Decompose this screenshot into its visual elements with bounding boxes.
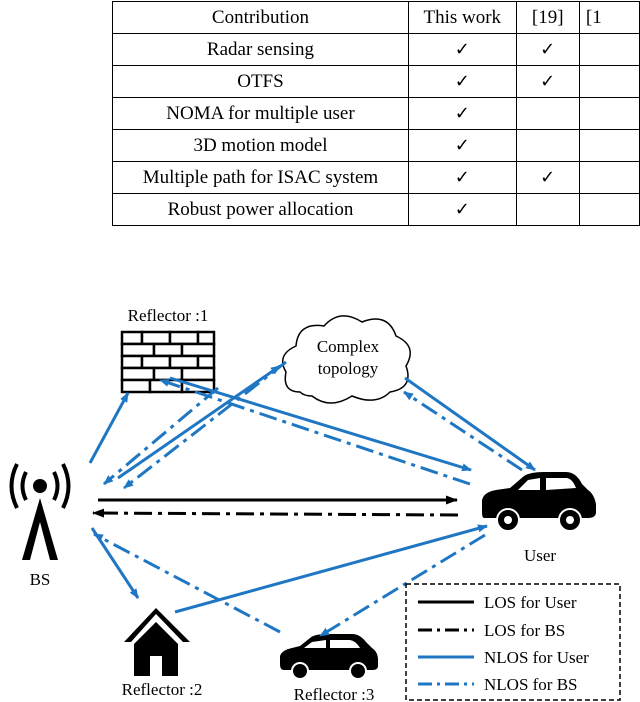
check-this-work: ✓ [407,33,517,66]
complex-label: Complex [317,337,380,356]
table-row: NOMA for multiple user ✓ [112,97,640,130]
legend-label: LOS for User [484,593,577,612]
row-label: Robust power allocation [112,193,409,226]
check-ref-19 [515,129,580,162]
cloud-icon [281,315,411,404]
row-label: 3D motion model [112,129,409,162]
header-ref-19: [19] [515,1,580,34]
nlos-bs-paths [93,360,523,638]
user-label: User [524,546,556,565]
row-label: OTFS [112,65,409,98]
topology-label: topology [318,359,379,378]
los-bs-arrow [92,508,459,518]
legend-label: LOS for BS [484,621,565,640]
header-ref-1: [1 [578,1,640,34]
check-this-work: ✓ [407,97,517,130]
comparison-table: Contribution This work [19] [1 Radar sen… [112,1,640,226]
car-icon [482,472,596,532]
check-ref-1 [578,193,640,226]
car-icon [280,634,378,680]
check-ref-19: ✓ [515,65,580,98]
reflector-3-label: Reflector :3 [294,685,375,702]
check-ref-19 [515,193,580,226]
row-label: Radar sensing [112,33,409,66]
nlos-user-paths [88,364,536,614]
check-this-work: ✓ [407,65,517,98]
check-ref-1 [578,33,640,66]
table-row: Multiple path for ISAC system ✓ ✓ [112,161,640,194]
check-ref-19 [515,97,580,130]
table-row: 3D motion model ✓ [112,129,640,162]
bs-label: BS [30,570,51,589]
check-ref-19: ✓ [515,33,580,66]
check-ref-1 [578,65,640,98]
isac-scenario-diagram: BS Reflector :1 Complex topology User Re… [9,306,621,702]
table-row: OTFS ✓ ✓ [112,65,640,98]
check-ref-19: ✓ [515,161,580,194]
reflector-1-label: Reflector :1 [128,306,209,325]
reflector-2-label: Reflector :2 [122,680,203,699]
check-this-work: ✓ [407,161,517,194]
check-ref-1 [578,129,640,162]
row-label: Multiple path for ISAC system [112,161,409,194]
check-ref-1 [578,161,640,194]
check-this-work: ✓ [407,129,517,162]
header-this-work: This work [407,1,517,34]
legend: LOS for User LOS for BS NLOS for User NL… [405,583,621,701]
header-contribution: Contribution [112,1,409,34]
check-this-work: ✓ [407,193,517,226]
table-row: Radar sensing ✓ ✓ [112,33,640,66]
table-row: Robust power allocation ✓ [112,193,640,226]
check-ref-1 [578,97,640,130]
row-label: NOMA for multiple user [112,97,409,130]
antenna-tower-icon [9,463,71,560]
table-header-row: Contribution This work [19] [1 [112,1,640,34]
legend-label: NLOS for User [484,648,589,667]
house-icon [124,608,190,676]
legend-label: NLOS for BS [484,675,578,694]
